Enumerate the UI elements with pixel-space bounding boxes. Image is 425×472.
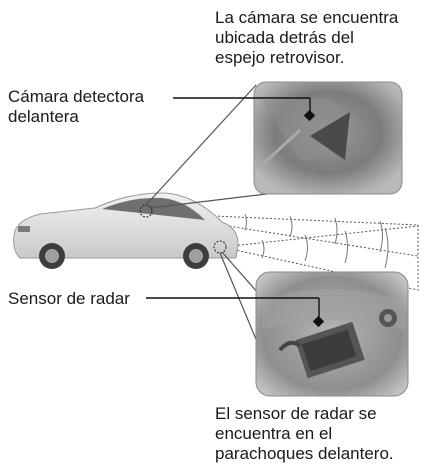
caption-line: ubicada detrás del xyxy=(215,28,354,47)
car-illustration xyxy=(13,192,239,269)
radar-label-leader xyxy=(146,297,325,328)
camera-location-marker xyxy=(139,204,153,218)
caption-line: encuentra en el xyxy=(215,424,333,443)
caption-line: El sensor de radar se xyxy=(215,404,377,423)
radar-sensor-label: Sensor de radar xyxy=(8,289,130,309)
label-line: delantera xyxy=(8,107,79,126)
camera-location-caption: La cámara se encuentra ubicada detrás de… xyxy=(215,8,398,68)
label-line: Sensor de radar xyxy=(8,289,130,308)
radar-location-caption: El sensor de radar se encuentra en el pa… xyxy=(215,404,394,464)
label-line: Cámara detectora xyxy=(8,87,145,106)
caption-line: espejo retrovisor. xyxy=(215,48,345,67)
camera-inset-image xyxy=(253,81,403,195)
caption-line: La cámara se encuentra xyxy=(215,8,399,27)
radar-location-marker xyxy=(213,240,227,254)
camera-detection-beam xyxy=(145,212,419,257)
radar-inset-image xyxy=(255,271,409,397)
radar-detection-beam xyxy=(221,225,419,291)
caption-line: parachoques delantero. xyxy=(215,444,394,463)
front-camera-label: Cámara detectora delantera xyxy=(8,87,144,127)
